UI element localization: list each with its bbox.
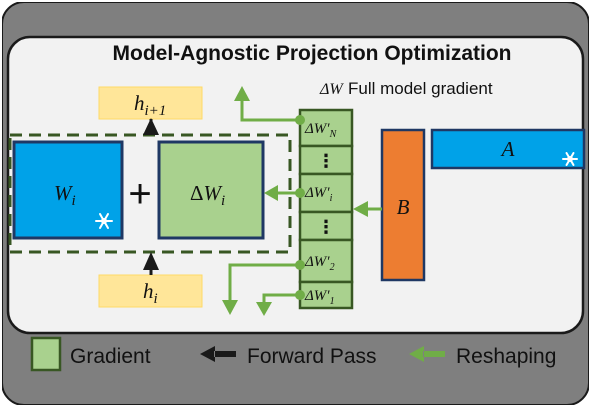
reshaping-arrow-down-1-head bbox=[256, 302, 272, 316]
gradient-cell-2-label: ΔW′2 bbox=[304, 254, 335, 273]
reshaping-arrow-left-head bbox=[264, 185, 278, 201]
hidden-state-box bbox=[98, 274, 203, 308]
legend-reshaping-arrow-icon bbox=[409, 346, 445, 362]
reshaping-arrow-up-head bbox=[234, 86, 250, 101]
snowflake-icon bbox=[95, 213, 113, 229]
plus-sign: + bbox=[128, 172, 151, 216]
gradient-cell-dots-1 bbox=[298, 144, 354, 176]
gradient-cell-i-label: ΔW′i bbox=[304, 185, 333, 204]
gradient-dots-1: ⋮ bbox=[317, 151, 335, 172]
hidden-state-next-box bbox=[98, 86, 203, 120]
legend-reshaping-label: Reshaping bbox=[456, 345, 556, 368]
hidden-state-next-label: hi+1 bbox=[134, 91, 166, 119]
gradient-header-symbol: ΔW bbox=[319, 81, 344, 98]
delta-weight-label: ΔWi bbox=[190, 181, 225, 209]
gradient-cell-dots-2 bbox=[298, 210, 354, 242]
legend-forward-arrow-icon bbox=[200, 346, 236, 362]
snowflake-icon bbox=[562, 152, 578, 166]
hidden-state-label: hi bbox=[143, 279, 158, 307]
reshaping-arrow-from-b-head bbox=[353, 201, 368, 217]
forward-arrow-up-top-head bbox=[143, 118, 159, 135]
reshaping-arrow-up bbox=[240, 100, 300, 122]
matrix-a-block bbox=[430, 128, 586, 170]
gradient-cell-1-label: ΔW′1 bbox=[304, 288, 335, 307]
gradient-column bbox=[298, 108, 354, 310]
reshaping-arrow-down-2 bbox=[228, 263, 300, 302]
reshaping-arrow-down-2-head bbox=[222, 300, 238, 315]
forward-arrow-up-bottom-head bbox=[143, 252, 159, 270]
matrix-b-label: B bbox=[397, 195, 410, 219]
legend-gradient-swatch bbox=[30, 336, 62, 372]
legend-gradient-label: Gradient bbox=[70, 345, 151, 368]
frozen-weight-label: Wi bbox=[54, 181, 76, 209]
matrix-a-label: A bbox=[500, 137, 515, 161]
gradient-header-label: Full model gradient bbox=[348, 79, 493, 98]
gradient-cell-1 bbox=[298, 280, 354, 310]
diagram-title: Model-Agnostic Projection Optimization bbox=[113, 42, 512, 65]
legend-forward-label: Forward Pass bbox=[247, 345, 377, 368]
gradient-cell-n-label: ΔW′N bbox=[304, 121, 338, 140]
reshaping-arrow-down-1 bbox=[262, 293, 300, 304]
legend: Gradient Forward Pass Reshaping bbox=[30, 336, 556, 372]
delta-weight-block bbox=[157, 140, 265, 240]
matrix-b-block bbox=[380, 128, 426, 282]
gradient-dots-2: ⋮ bbox=[317, 217, 335, 238]
